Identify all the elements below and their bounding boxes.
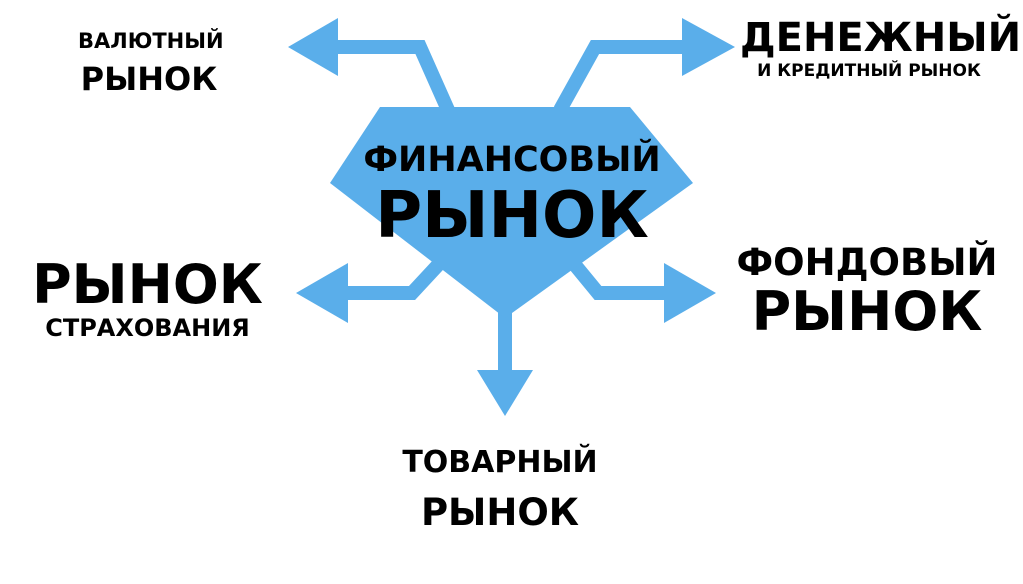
arrowhead-stock — [664, 263, 716, 323]
connector-stock — [569, 260, 690, 300]
connector-insurance — [340, 260, 444, 300]
arrowhead-money-credit — [682, 18, 735, 76]
center-title-line2: РЫНОК — [375, 179, 649, 253]
node-stock-line2: РЫНОК — [751, 280, 983, 343]
node-money-credit-line2: И КРЕДИТНЫЙ РЫНОК — [757, 61, 981, 81]
node-currency-market: ВАЛЮТНЫЙ РЫНОК — [78, 29, 224, 98]
node-commodity-market: ТОВАРНЫЙ РЫНОК — [396, 445, 604, 534]
node-currency-line1: ВАЛЮТНЫЙ — [78, 29, 224, 53]
arrowhead-commodity — [477, 370, 533, 416]
center-diamond-shape — [330, 107, 693, 318]
node-currency-line2: РЫНОК — [80, 60, 218, 98]
center-node: ФИНАНСОВЫЙ РЫНОК — [332, 140, 692, 253]
node-money-credit-line1: ДЕНЕЖНЫЙ — [740, 15, 1022, 61]
arrowhead-insurance — [296, 263, 348, 323]
node-commodity-line2: РЫНОК — [420, 491, 580, 534]
arrowhead-currency — [288, 18, 338, 76]
node-stock-market: ФОНДОВЫЙ РЫНОК — [736, 244, 998, 339]
connector-currency — [330, 40, 455, 113]
node-stock-line1: ФОНДОВЫЙ — [736, 241, 998, 284]
node-insurance-market: РЫНОК СТРАХОВАНИЯ — [20, 253, 275, 342]
node-insurance-line1: РЫНОК — [32, 253, 263, 316]
node-insurance-line2: СТРАХОВАНИЯ — [45, 314, 250, 342]
connectors — [330, 40, 690, 378]
node-money-credit-market: ДЕНЕЖНЫЙ И КРЕДИТНЫЙ РЫНОК — [740, 15, 1022, 81]
node-commodity-line1: ТОВАРНЫЙ — [402, 445, 598, 480]
arrowheads — [288, 18, 735, 416]
center-title-line1: ФИНАНСОВЫЙ — [363, 140, 661, 180]
connector-money-credit — [553, 40, 690, 114]
